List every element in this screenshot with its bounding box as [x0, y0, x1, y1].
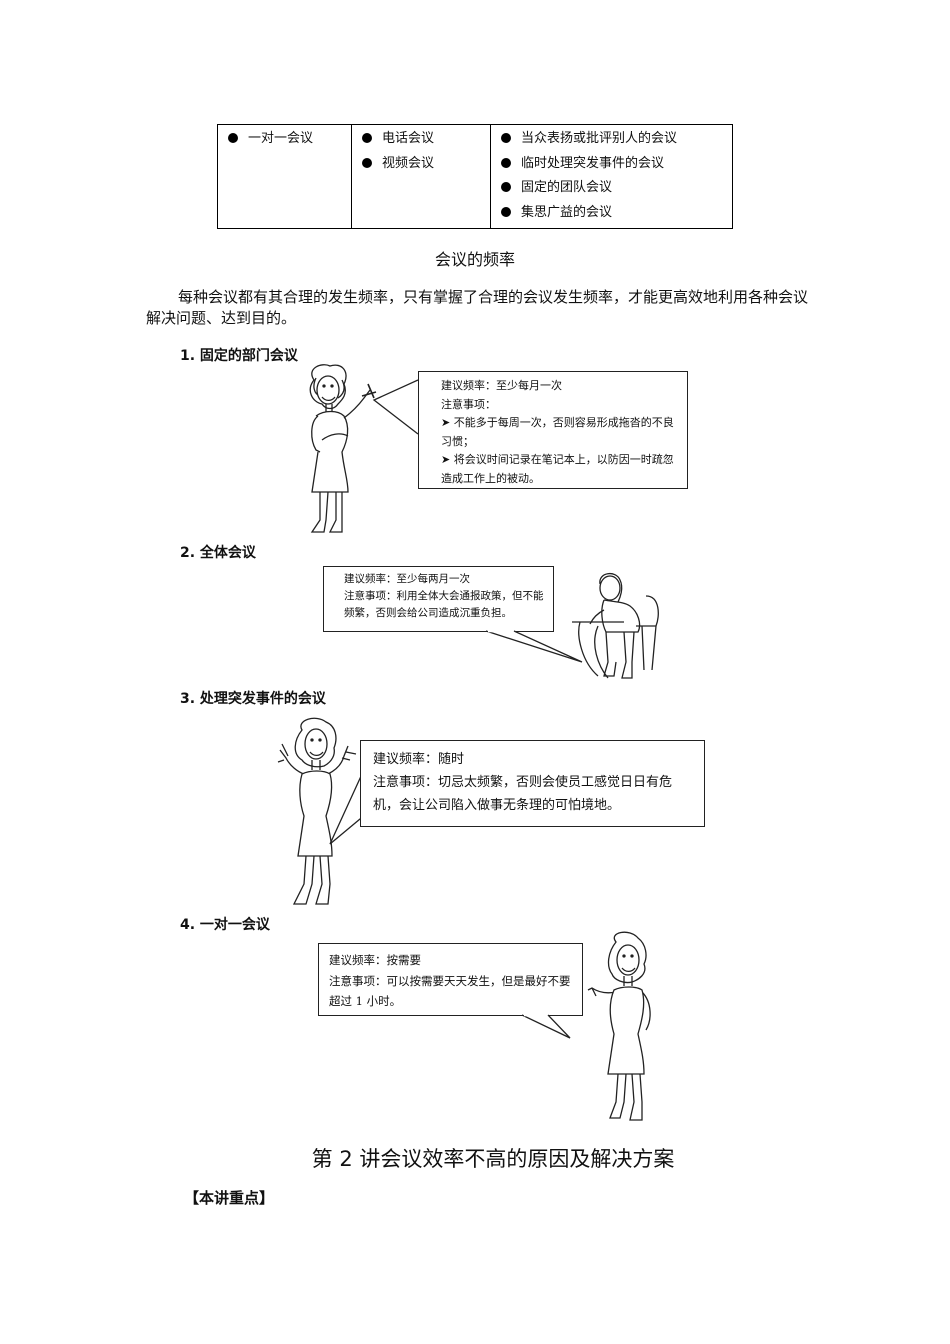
- bullet-icon: [501, 206, 511, 217]
- woman-standing-illustration: [587, 931, 651, 1121]
- woman-gesturing-illustration: [277, 717, 357, 905]
- list-item: 一对一会议: [228, 130, 351, 155]
- woman-seated-illustration: [572, 573, 659, 679]
- table-cell: 一对一会议: [217, 124, 352, 229]
- meeting-types-table: 一对一会议 电话会议 视频会议 当众表扬或批评别人的会议 临时处理突发事件的会议…: [217, 124, 733, 229]
- advice-bubble: 建议频率：至少每月一次 注意事项： ➤ 不能多于每周一次，否则容易形成拖沓的不良…: [418, 371, 688, 489]
- advice-bubble: 建议频率：至少每两月一次 注意事项：利用全体大会通报政策，但不能频繁，否则会给公…: [323, 566, 554, 632]
- list-item: 当众表扬或批评别人的会议: [501, 130, 732, 155]
- list-item: 临时处理突发事件的会议: [501, 155, 732, 180]
- bullet-icon: [362, 157, 372, 168]
- item-heading: 1. 固定的部门会议: [180, 348, 298, 364]
- advice-bubble: 建议频率：随时 注意事项：切忌太频繁，否则会使员工感觉日日有危机，会让公司陷入做…: [360, 740, 705, 827]
- list-item: 固定的团队会议: [501, 179, 732, 204]
- table-cell: 电话会议 视频会议: [351, 124, 491, 229]
- bubble-pointer: [485, 630, 583, 663]
- item-heading: 4. 一对一会议: [180, 917, 270, 933]
- bullet-icon: [501, 182, 511, 192]
- list-item: 视频会议: [362, 155, 490, 180]
- bullet-icon: [228, 133, 238, 143]
- list-item: 集思广益的会议: [501, 204, 732, 229]
- table-cell: 当众表扬或批评别人的会议 临时处理突发事件的会议 固定的团队会议 集思广益的会议: [490, 124, 733, 229]
- bubble-pointer: [521, 1014, 571, 1039]
- bubble-pointer: [372, 379, 419, 435]
- woman-presenting-illustration: [309, 364, 377, 533]
- bullet-icon: [501, 157, 511, 168]
- list-item: 电话会议: [362, 130, 490, 155]
- item-heading: 2. 全体会议: [180, 545, 256, 561]
- item-heading: 3. 处理突发事件的会议: [180, 691, 326, 707]
- intro-paragraph: 每种会议都有其合理的发生频率，只有掌握了合理的会议发生频率，才能更高效地利用各种…: [146, 288, 809, 327]
- bullet-icon: [501, 133, 511, 143]
- key-points-heading: 【本讲重点】: [184, 1189, 275, 1207]
- advice-bubble: 建议频率：按需要 注意事项：可以按需要天天发生，但是最好不要超过 1 小时。: [318, 943, 583, 1016]
- bullet-icon: [362, 133, 372, 143]
- lecture-title: 第 2 讲会议效率不高的原因及解决方案: [311, 1147, 675, 1171]
- section-title: 会议的频率: [434, 250, 515, 269]
